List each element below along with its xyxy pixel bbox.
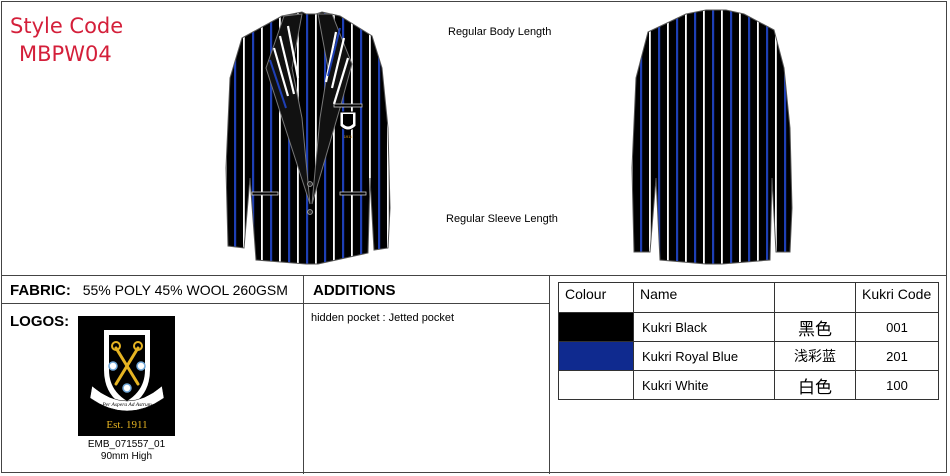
colour-name: Kukri Black <box>633 312 775 342</box>
pinstripe <box>369 12 371 264</box>
logo-size: 90mm High <box>100 451 153 462</box>
logo-caption: EMB_071557_01 90mm High <box>78 439 175 463</box>
header-name: Name <box>633 282 775 313</box>
pinstripe <box>234 12 237 264</box>
pinstripe <box>712 10 715 264</box>
pinstripe <box>306 12 309 264</box>
fabric-row: FABRIC: 55% POLY 45% WOOL 260GSM <box>10 282 288 299</box>
pinstripe <box>640 10 643 264</box>
logos-label: LOGOS: <box>10 313 70 330</box>
fabric-value: 55% POLY 45% WOOL 260GSM <box>82 282 288 298</box>
colour-swatch <box>558 370 634 400</box>
pinstripe <box>775 10 777 264</box>
colour-name: Kukri White <box>633 370 775 400</box>
table-row: Kukri Royal Blue 浅彩蓝 201 <box>558 341 939 371</box>
pinstripe <box>226 12 227 264</box>
table-row: Kukri White 白色 100 <box>558 370 939 400</box>
colour-name: Kukri Royal Blue <box>633 341 775 371</box>
pinstripe <box>252 12 255 264</box>
blazer-back-image <box>631 8 795 266</box>
pinstripe <box>748 10 751 264</box>
pinstripe <box>351 12 353 264</box>
table-row: Kukri Black 黑色 001 <box>558 312 939 342</box>
additions-label: ADDITIONS <box>313 282 396 299</box>
header-colour: Colour <box>558 282 634 313</box>
colour-chinese-name: 浅彩蓝 <box>774 341 856 371</box>
colour-chinese-name: 黑色 <box>774 312 856 342</box>
body-length-label: Regular Body Length <box>448 26 552 38</box>
pinstripe <box>315 12 317 264</box>
pinstripe <box>342 12 345 264</box>
pinstripe <box>784 10 787 264</box>
colour-code: 001 <box>855 312 939 342</box>
crest-icon: Per Aspera Ad Astrum Est. 1911 <box>89 330 165 431</box>
fabric-label: FABRIC: <box>10 282 71 299</box>
header-blank <box>774 282 856 313</box>
pinstripe <box>649 10 651 264</box>
section-divider <box>1 275 947 276</box>
pinstripe <box>694 10 697 264</box>
colour-code: 201 <box>855 341 939 371</box>
pinstripe <box>685 10 687 264</box>
pinstripe <box>279 12 281 264</box>
header-divider <box>1 303 549 304</box>
pinstripe <box>378 12 381 264</box>
style-code-block: Style Code MBPW04 <box>10 12 123 68</box>
pinstripe <box>632 10 633 264</box>
column-divider <box>549 275 550 474</box>
colour-table-header: Colour Name Kukri Code <box>558 282 939 313</box>
pinstripe <box>270 12 273 264</box>
column-divider <box>303 275 304 474</box>
style-code-label: Style Code <box>10 14 124 38</box>
emb-code: EMB_071557_01 <box>87 439 166 450</box>
pinstripe <box>766 10 769 264</box>
colour-code: 100 <box>855 370 939 400</box>
pinstripe <box>793 8 795 266</box>
school-crest-logo: Per Aspera Ad Astrum Est. 1911 <box>78 316 175 436</box>
pinstripe <box>730 10 733 264</box>
colour-chinese-name: 白色 <box>774 370 856 400</box>
pinstripe <box>757 10 759 264</box>
pinstripe <box>676 10 679 264</box>
pinstripe <box>739 10 741 264</box>
additions-text: hidden pocket : Jetted pocket <box>311 312 455 324</box>
pinstripe <box>243 12 245 264</box>
colour-swatch <box>558 341 634 371</box>
pinstripe <box>360 12 363 264</box>
pinstripe <box>721 10 723 264</box>
pinstripe <box>261 12 263 264</box>
pinstripe <box>667 10 669 264</box>
header-kukri-code: Kukri Code <box>855 282 939 313</box>
colour-swatch <box>558 312 634 342</box>
svg-text:1911: 1911 <box>344 134 353 139</box>
crest-est-text: Est. 1911 <box>106 419 147 431</box>
style-code-value: MBPW04 <box>19 42 112 66</box>
colour-table: Colour Name Kukri Code Kukri Black 黑色 00… <box>558 282 939 400</box>
pinstripe <box>333 12 335 264</box>
sleeve-length-label: Regular Sleeve Length <box>446 213 558 225</box>
crest-motto-text: Per Aspera Ad Astrum <box>101 402 151 408</box>
pinstripe <box>703 10 705 264</box>
pinstripe <box>658 10 661 264</box>
blazer-front-image: 1911 <box>225 11 391 265</box>
